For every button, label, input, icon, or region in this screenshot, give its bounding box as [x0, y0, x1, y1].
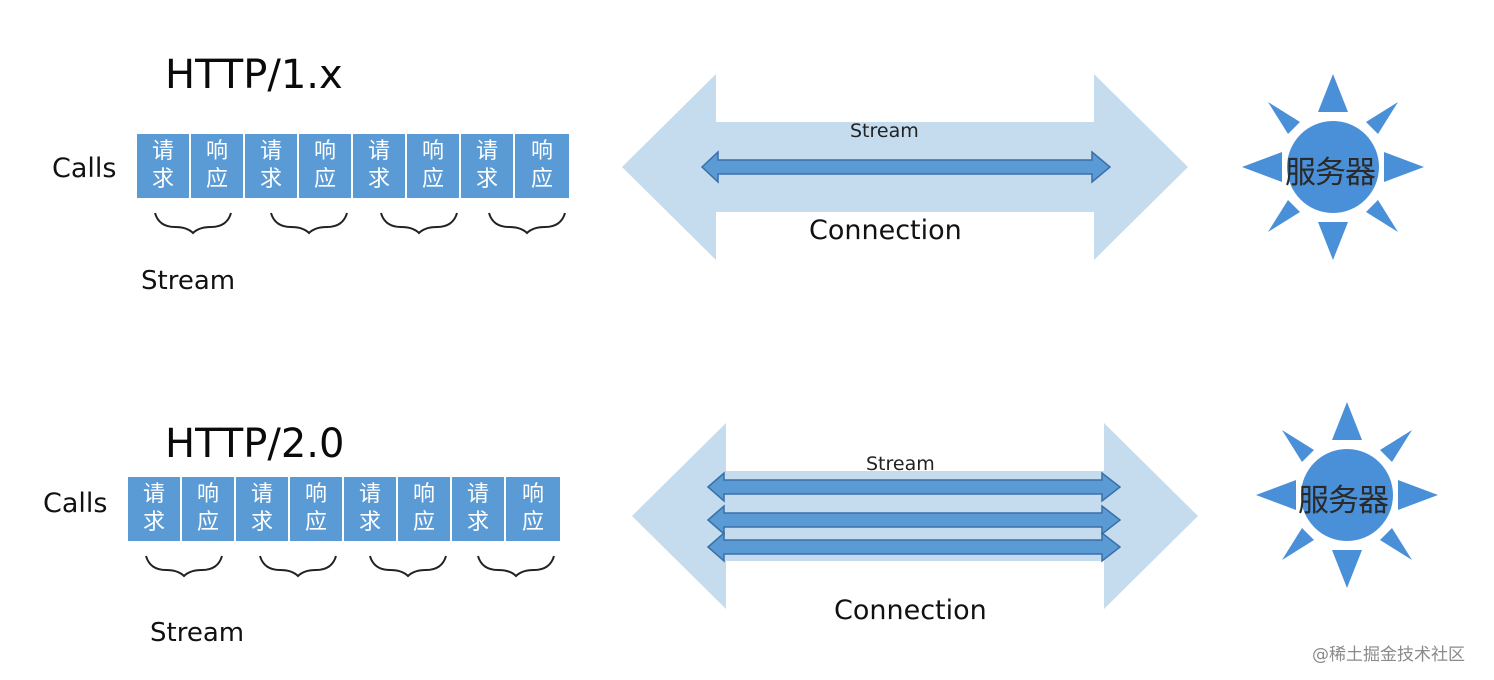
stream-double-arrow	[706, 471, 1122, 503]
request-cell: 请求	[461, 134, 515, 198]
stream-double-arrow	[706, 531, 1122, 563]
http2-connection-arrow	[632, 423, 1198, 609]
brace-shape	[154, 212, 232, 235]
http2-calls-label: Calls	[43, 488, 108, 519]
http1-connection-arrow	[622, 74, 1188, 260]
response-cell: 响应	[398, 477, 452, 541]
http2-calls-row: 请求 响应 请求 响应 请求 响应 请求 响应	[128, 477, 560, 541]
http2-title: HTTP/2.0	[165, 421, 345, 467]
brace-shape	[270, 212, 348, 235]
response-cell: 响应	[506, 477, 560, 541]
request-cell: 请求	[353, 134, 407, 198]
http1-arrow-stream-label: Stream	[850, 120, 919, 142]
request-cell: 请求	[137, 134, 191, 198]
response-cell: 响应	[515, 134, 569, 198]
http2-server-icon	[1256, 402, 1438, 588]
http2-stream-label: Stream	[150, 618, 245, 648]
http1-calls-label: Calls	[52, 153, 117, 184]
request-cell: 请求	[452, 477, 506, 541]
brace-shape	[369, 555, 447, 578]
http1-server-icon	[1242, 74, 1424, 260]
brace-shape	[488, 212, 566, 235]
request-cell: 请求	[236, 477, 290, 541]
http2-stream-braces	[145, 555, 555, 578]
response-cell: 响应	[407, 134, 461, 198]
http2-server-label: 服务器	[1298, 483, 1389, 519]
brace-shape	[259, 555, 337, 578]
http2-connection-label: Connection	[834, 595, 987, 626]
brace-shape	[380, 212, 458, 235]
stream-double-arrow	[700, 150, 1112, 184]
http1-server-label: 服务器	[1285, 155, 1376, 191]
watermark-text: @稀土掘金技术社区	[1312, 645, 1465, 665]
http1-stream-label: Stream	[141, 266, 236, 296]
stream-double-arrow	[706, 504, 1122, 536]
http1-title: HTTP/1.x	[165, 52, 343, 98]
request-cell: 请求	[128, 477, 182, 541]
request-cell: 请求	[245, 134, 299, 198]
response-cell: 响应	[182, 477, 236, 541]
http1-calls-row: 请求 响应 请求 响应 请求 响应 请求 响应	[137, 134, 569, 198]
brace-shape	[145, 555, 223, 578]
response-cell: 响应	[290, 477, 344, 541]
response-cell: 响应	[299, 134, 353, 198]
http1-connection-label: Connection	[809, 215, 962, 246]
request-cell: 请求	[344, 477, 398, 541]
http1-stream-braces	[154, 212, 566, 235]
response-cell: 响应	[191, 134, 245, 198]
brace-shape	[477, 555, 555, 578]
http2-arrow-stream-label: Stream	[866, 453, 935, 475]
